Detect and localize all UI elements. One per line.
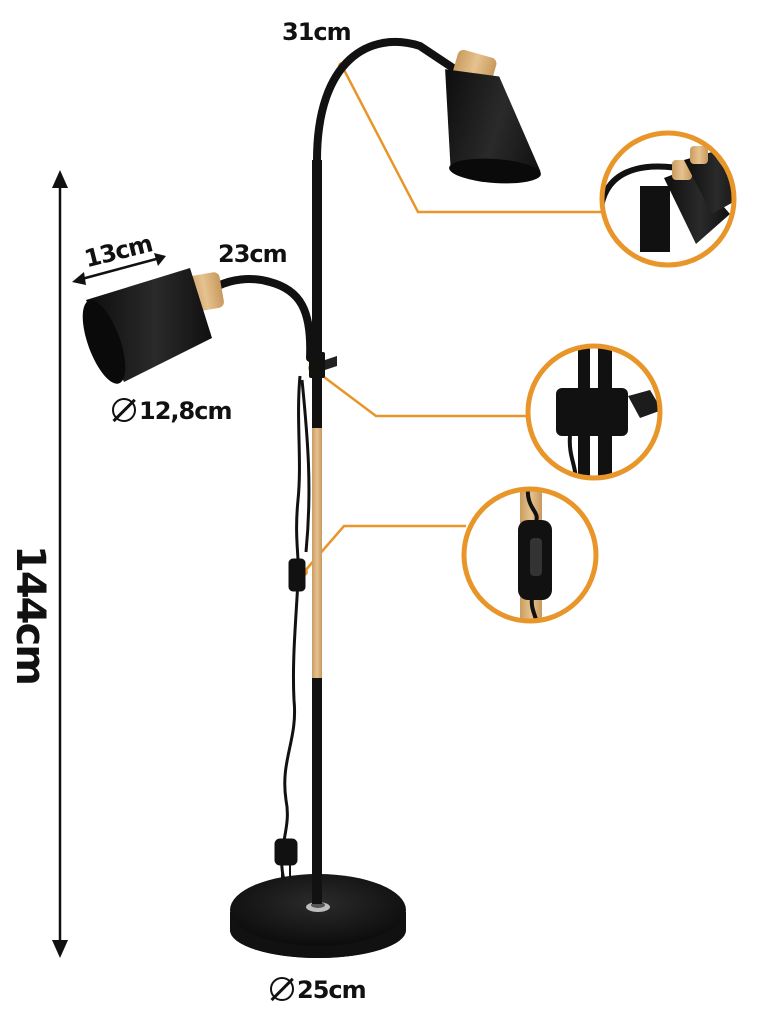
detail-circle-switch [461,486,599,624]
base-diameter-value: 25cm [297,976,367,1004]
diameter-icon [270,977,294,1001]
top-gooseneck-arm [313,38,460,164]
power-cable [274,375,311,881]
shade-length-arrow [72,253,166,285]
diameter-icon [112,398,136,422]
shade-diameter-value: 12,8cm [139,397,232,425]
height-arrow [52,170,68,958]
lamp-pole [309,160,337,904]
top-arm-length-label: 31cm [282,18,352,46]
left-lamp-shade [82,268,224,384]
detail-circle-shades [599,130,737,268]
left-gooseneck-arm [214,275,315,362]
lamp-base [230,874,406,958]
top-lamp-shade [445,49,541,184]
detail-circle-clamp [525,343,663,481]
base-diameter-label: 25cm [270,976,367,1004]
shade-diameter-label: 12,8cm [112,397,232,425]
total-height-label: 144cm [7,545,53,684]
left-arm-length-label: 23cm [218,240,288,268]
